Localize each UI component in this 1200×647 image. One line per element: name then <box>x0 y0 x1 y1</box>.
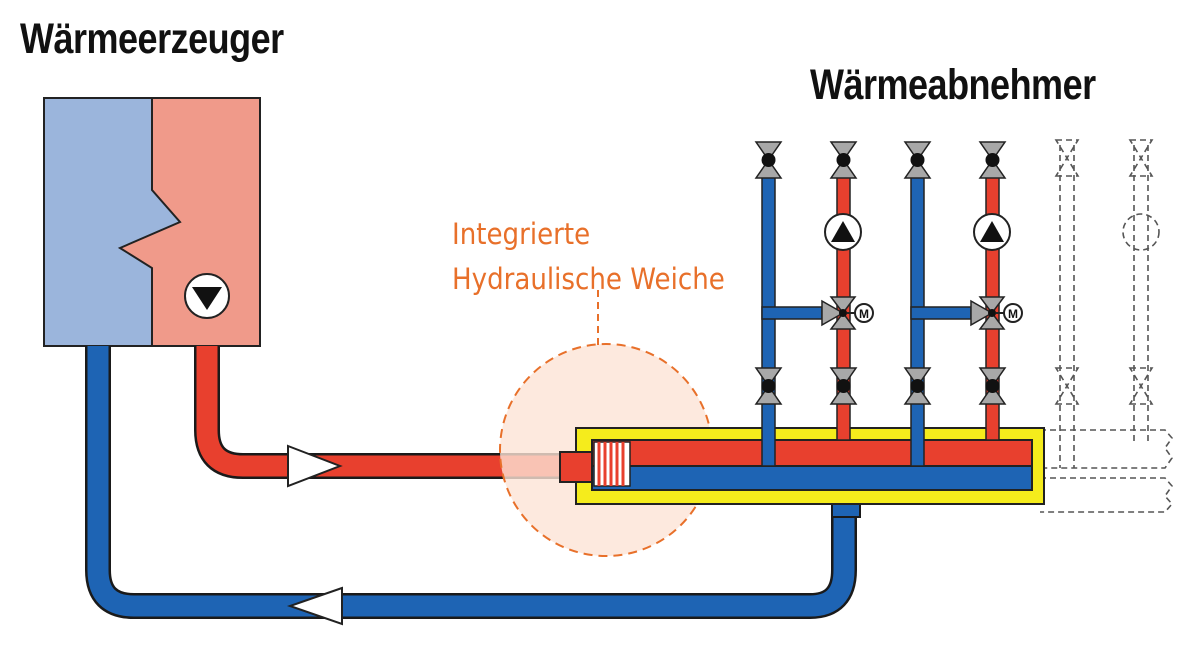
heat-generator-boiler <box>43 97 261 347</box>
dashed-valve-icon <box>1128 367 1154 405</box>
pump-icon <box>973 213 1011 251</box>
bypass-pipe <box>910 306 972 320</box>
boiler-pump-icon <box>184 273 230 319</box>
future-extension <box>1040 139 1174 513</box>
flow-arrow-icon <box>286 586 343 626</box>
mixing-valve-icon <box>970 296 1006 330</box>
valve-icon <box>978 141 1007 179</box>
dashed-return-header <box>1040 477 1174 513</box>
hydraulic-separator <box>559 427 1045 505</box>
dashed-valve-icon <box>1054 367 1080 405</box>
boiler-cold-zone <box>43 97 182 347</box>
separator-baffle <box>593 441 631 487</box>
heat-consumer-heading: Wärmeabnehmer <box>810 60 1096 109</box>
valve-icon <box>829 141 858 179</box>
dashed-pipe-2 <box>1133 145 1149 445</box>
mixing-valve-icon <box>821 296 857 330</box>
pump-icon <box>824 213 862 251</box>
valve-icon <box>903 367 932 405</box>
supply-pipe <box>194 346 568 488</box>
dashed-pump-icon <box>1122 213 1160 251</box>
flow-arrow-icon <box>287 444 343 488</box>
dashed-supply-header <box>1040 429 1174 469</box>
motor-icon: M <box>1003 303 1023 323</box>
motor-label: M <box>859 307 869 321</box>
valve-icon <box>829 367 858 405</box>
separator-callout: Integrierte Hydraulische Weiche <box>452 212 725 302</box>
motor-label: M <box>1008 307 1018 321</box>
heat-generator-heading: Wärmeerzeuger <box>20 14 284 63</box>
return-chamber <box>591 465 1033 491</box>
valve-icon <box>903 141 932 179</box>
callout-line-1: Integrierte <box>452 217 591 251</box>
valve-icon <box>754 141 783 179</box>
dashed-pipe-1 <box>1059 145 1075 468</box>
bypass-pipe <box>761 306 823 320</box>
callout-line-2: Hydraulische Weiche <box>452 262 725 296</box>
supply-inlet-stub <box>559 451 593 483</box>
dashed-valve-icon <box>1054 139 1080 177</box>
dashed-valve-icon <box>1128 139 1154 177</box>
valve-icon <box>978 367 1007 405</box>
consumer-circuit-1: M <box>754 141 874 467</box>
motor-icon: M <box>854 303 874 323</box>
valve-icon <box>754 367 783 405</box>
supply-chamber <box>591 439 1033 467</box>
consumer-circuit-2: M <box>903 141 1023 467</box>
